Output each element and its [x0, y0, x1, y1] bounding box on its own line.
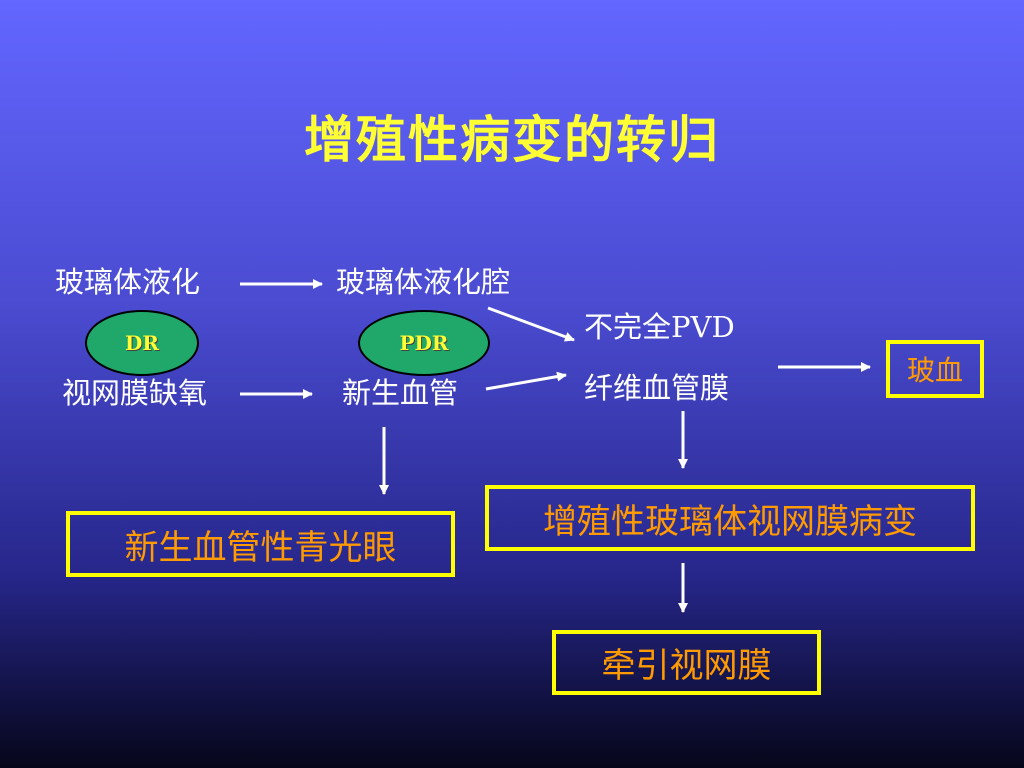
traction-detachment-label: 牵引视网膜	[601, 646, 772, 686]
liquefaction-cavity-label: 玻璃体液化腔	[336, 265, 511, 299]
incomplete-pvd-label: 不完全PVD	[584, 310, 735, 344]
pdr-badge-label: PDR	[399, 331, 449, 355]
vitreous-hemorrhage-box: 玻血	[886, 340, 984, 398]
fibrovascular-membrane-label: 纤维血管膜	[584, 371, 730, 405]
vitreous-liquefaction-label: 玻璃体液化	[55, 265, 201, 299]
vitreous-hemorrhage-label: 玻血	[906, 354, 963, 387]
dr-badge-label: DR	[125, 331, 159, 355]
neovascular-glaucoma-box: 新生血管性青光眼	[66, 511, 455, 577]
retinal-hypoxia-label: 视网膜缺氧	[62, 376, 208, 410]
slide-title: 增殖性病变的转归	[304, 111, 720, 169]
arrow-cavity-to-pvd	[487, 306, 575, 342]
neovascularization-label: 新生血管	[342, 376, 459, 410]
dr-badge: DR	[85, 310, 199, 376]
pvr-label: 增殖性玻璃体视网膜病变	[543, 501, 917, 542]
traction-detachment-box: 牵引视网膜	[552, 630, 821, 695]
neovascular-glaucoma-label: 新生血管性青光眼	[124, 527, 397, 568]
pdr-badge: PDR	[358, 310, 490, 376]
arrow-neovascularization-to-membrane	[485, 371, 567, 391]
pvr-box: 增殖性玻璃体视网膜病变	[485, 485, 975, 551]
